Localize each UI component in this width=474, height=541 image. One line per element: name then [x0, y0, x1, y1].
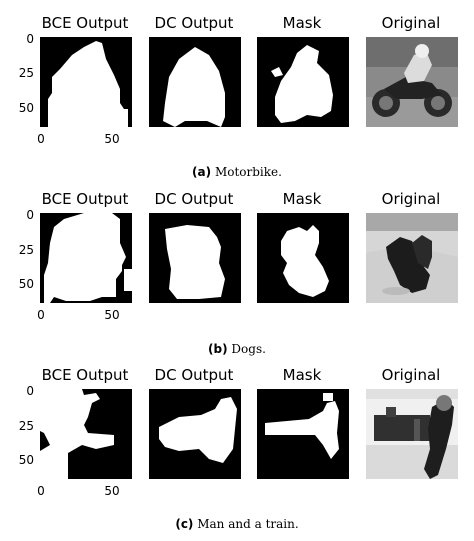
panel-title-bce: BCE Output — [41, 366, 129, 384]
panel-title-bce: BCE Output — [41, 14, 129, 32]
panel-title-dc: DC Output — [154, 190, 234, 208]
x-tick-0: 0 — [37, 132, 45, 146]
x-tick-50: 50 — [104, 308, 120, 322]
panel-title-original: Original — [381, 366, 441, 384]
panel-title-mask: Mask — [282, 366, 322, 384]
panel-title-original: Original — [381, 14, 441, 32]
y-tick-0: 0 — [26, 384, 34, 398]
caption-c: (c) Man and a train. — [0, 517, 474, 531]
panel-title-mask: Mask — [282, 190, 322, 208]
dc-output-image — [149, 389, 241, 479]
y-tick-25: 25 — [18, 419, 34, 433]
panel-title-mask: Mask — [282, 14, 322, 32]
y-tick-25: 25 — [18, 243, 34, 257]
y-tick-0: 0 — [26, 208, 34, 222]
x-tick-50: 50 — [104, 484, 120, 498]
mask-image — [257, 389, 349, 479]
bce-output-image — [40, 389, 132, 479]
caption-label: (a) — [192, 165, 212, 179]
caption-label: (c) — [175, 517, 194, 531]
caption-a: (a) Motorbike. — [0, 165, 474, 179]
y-tick-25: 25 — [18, 66, 34, 80]
caption-b: (b) Dogs. — [0, 342, 474, 356]
x-tick-50: 50 — [104, 132, 120, 146]
panel-title-dc: DC Output — [154, 366, 234, 384]
original-photo-man-train — [366, 389, 458, 479]
mask-image — [257, 213, 349, 303]
caption-text: Man and a train. — [193, 517, 299, 531]
panel-title-original: Original — [381, 190, 441, 208]
caption-text: Motorbike. — [211, 165, 282, 179]
original-photo-motorbike — [366, 37, 458, 127]
mask-image — [257, 37, 349, 127]
y-tick-50: 50 — [18, 277, 34, 291]
caption-text: Dogs. — [227, 342, 266, 356]
y-tick-50: 50 — [18, 453, 34, 467]
panel-title-bce: BCE Output — [41, 190, 129, 208]
x-tick-0: 0 — [37, 308, 45, 322]
original-photo-dogs — [366, 213, 458, 303]
caption-label: (b) — [208, 342, 228, 356]
x-tick-0: 0 — [37, 484, 45, 498]
panel-title-dc: DC Output — [154, 14, 234, 32]
y-tick-0: 0 — [26, 32, 34, 46]
bce-output-image — [40, 213, 132, 303]
bce-output-image — [40, 37, 132, 127]
y-tick-50: 50 — [18, 101, 34, 115]
dc-output-image — [149, 213, 241, 303]
dc-output-image — [149, 37, 241, 127]
